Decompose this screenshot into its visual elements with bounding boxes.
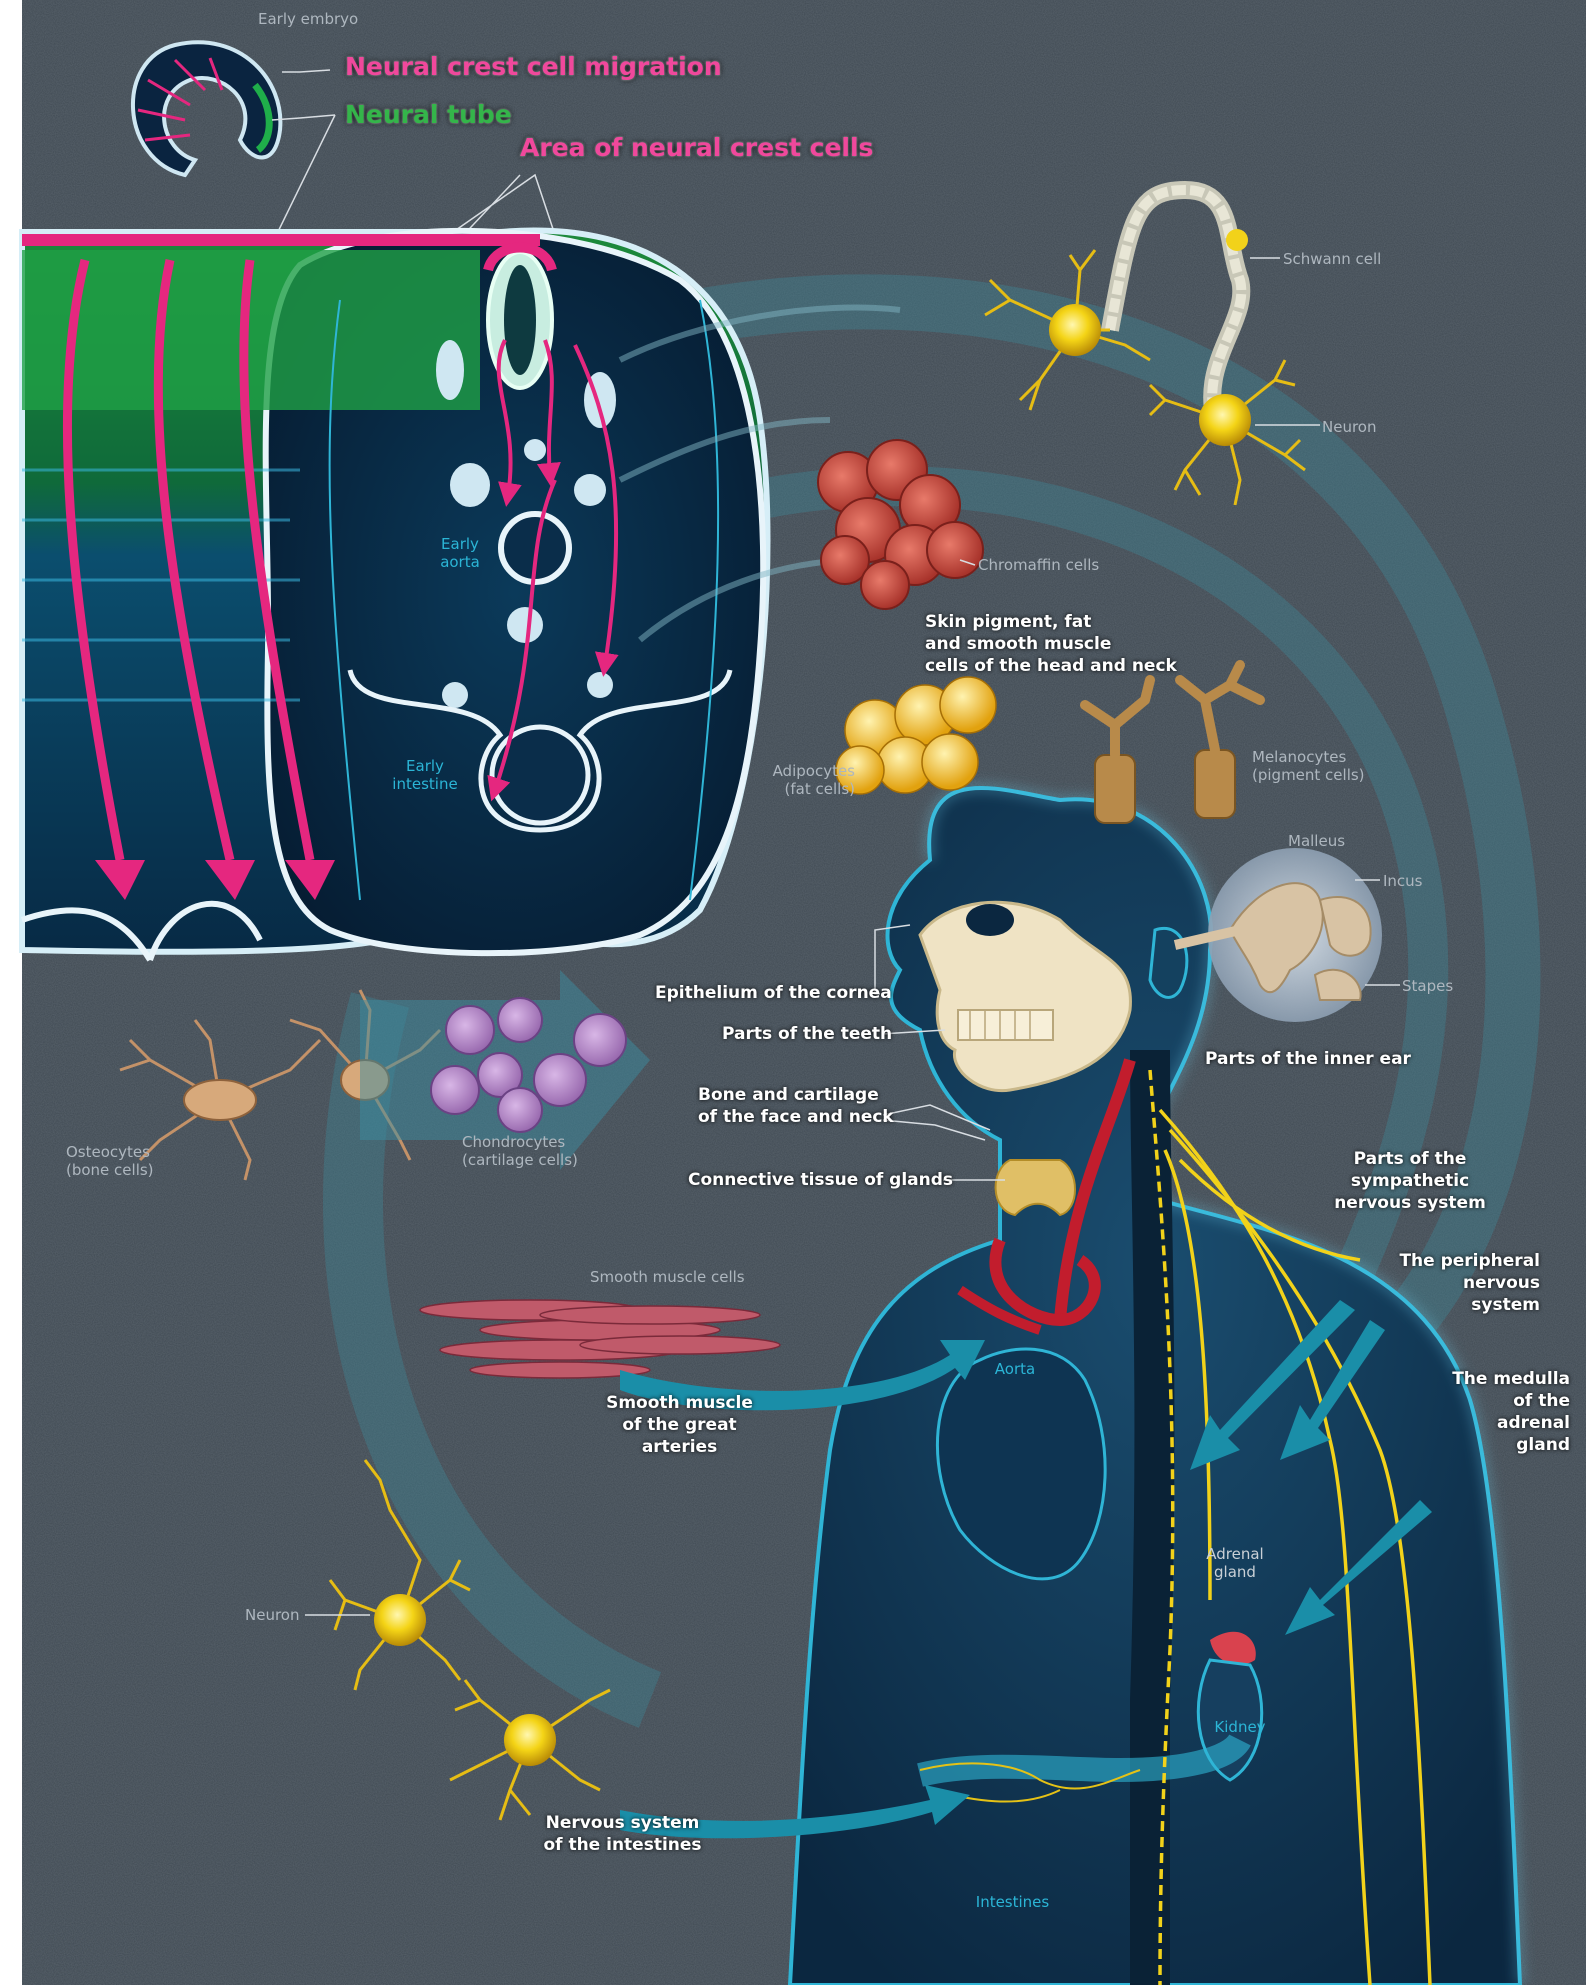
label-schwann-cell: Schwann cell	[1283, 250, 1381, 268]
neuron-top-left-body	[1049, 304, 1101, 356]
label-adrenal-gland: Adrenal gland	[1190, 1545, 1280, 1581]
label-chondrocytes: Chondrocytes (cartilage cells)	[462, 1133, 578, 1169]
label-early-intestine: Early intestine	[385, 757, 465, 793]
osteocyte-body-1	[184, 1080, 256, 1120]
label-neural-crest-migration: Neural crest cell migration	[345, 52, 722, 82]
neuron-bottom-lower-body	[504, 1714, 556, 1766]
neuron-bottom-upper-body	[374, 1594, 426, 1646]
label-chromaffin: Chromaffin cells	[978, 556, 1099, 574]
label-intestines-nervous: Nervous system of the intestines	[535, 1812, 710, 1856]
embryo-cross-section	[22, 231, 768, 960]
label-inner-ear: Parts of the inner ear	[1205, 1048, 1411, 1070]
label-skin-pigment: Skin pigment, fat and smooth muscle cell…	[925, 611, 1177, 677]
label-neural-tube: Neural tube	[345, 100, 512, 130]
label-medulla: The medulla of the adrenal gland	[1420, 1368, 1570, 1456]
label-cornea: Epithelium of the cornea	[655, 982, 892, 1004]
label-intestines: Intestines	[955, 1893, 1070, 1911]
label-kidney: Kidney	[1205, 1718, 1275, 1736]
label-melanocytes: Melanocytes (pigment cells)	[1252, 748, 1365, 784]
label-aorta: Aorta	[985, 1360, 1045, 1378]
label-neuron-top: Neuron	[1322, 418, 1376, 436]
label-adipocytes: Adipocytes (fat cells)	[740, 762, 855, 798]
label-early-embryo: Early embryo	[258, 10, 358, 28]
label-smooth-muscle-arteries: Smooth muscle of the great arteries	[582, 1392, 777, 1458]
label-stapes: Stapes	[1402, 977, 1453, 995]
label-osteocytes: Osteocytes (bone cells)	[66, 1143, 154, 1179]
label-neuron-bottom: Neuron	[245, 1606, 299, 1624]
label-area-neural-crest: Area of neural crest cells	[520, 133, 873, 163]
label-glands: Connective tissue of glands	[688, 1169, 953, 1191]
label-peripheral: The peripheral nervous system	[1360, 1250, 1540, 1316]
label-sympathetic: Parts of the sympathetic nervous system	[1330, 1148, 1490, 1214]
label-early-aorta: Early aorta	[425, 535, 495, 571]
label-malleus: Malleus	[1288, 832, 1345, 850]
neuron-top-right-body	[1199, 394, 1251, 446]
label-incus: Incus	[1383, 872, 1423, 890]
label-teeth: Parts of the teeth	[722, 1023, 892, 1045]
label-smooth-muscle-cells: Smooth muscle cells	[590, 1268, 745, 1286]
label-bone-cartilage: Bone and cartilage of the face and neck	[698, 1084, 894, 1128]
